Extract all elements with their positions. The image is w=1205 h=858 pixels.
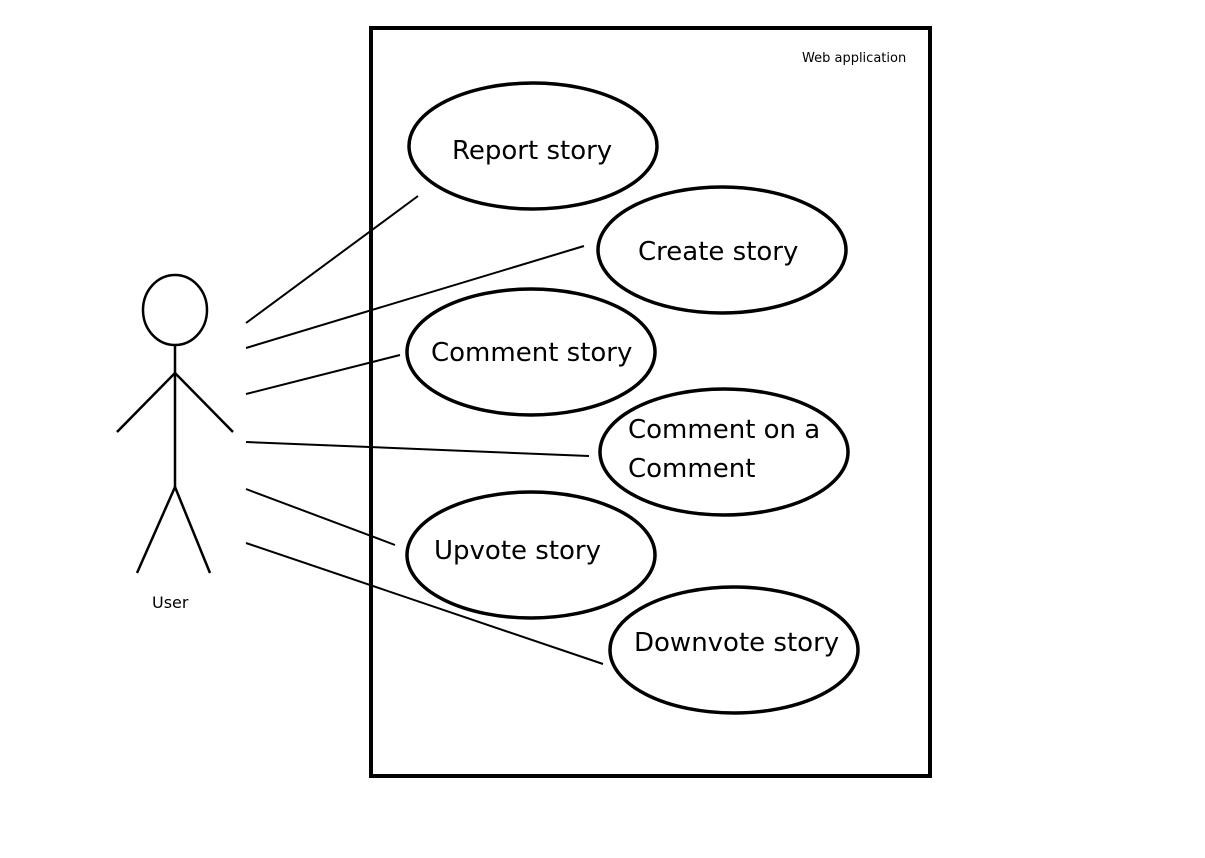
use-case-label: Comment bbox=[628, 454, 755, 484]
actor-left-leg bbox=[135, 486, 177, 574]
use-case-downvote-story bbox=[608, 585, 860, 715]
actor-user bbox=[116, 273, 234, 574]
use-case-create-story bbox=[596, 185, 848, 315]
use-case-comment-story bbox=[405, 287, 657, 417]
association-create-story bbox=[245, 245, 585, 349]
use-case-comment-on-comment bbox=[598, 387, 850, 517]
use-case-upvote-story bbox=[405, 490, 657, 620]
association-downvote-story bbox=[245, 542, 604, 665]
use-case-label: Create story bbox=[638, 237, 798, 267]
use-case-label: Report story bbox=[452, 136, 612, 166]
actor-left-arm bbox=[116, 372, 176, 433]
association-comment-story bbox=[245, 354, 401, 395]
system-boundary bbox=[369, 26, 932, 778]
actor-head bbox=[141, 273, 209, 347]
actor-label: User bbox=[152, 593, 189, 612]
use-case-label: Comment story bbox=[431, 338, 632, 368]
association-report-story bbox=[245, 195, 419, 324]
use-case-label: Upvote story bbox=[434, 536, 601, 566]
system-label: Web application bbox=[802, 51, 906, 66]
actor-right-arm bbox=[174, 372, 234, 433]
actor-right-leg bbox=[173, 486, 212, 574]
association-comment-on-comment bbox=[245, 441, 590, 457]
associations bbox=[245, 195, 604, 665]
association-upvote-story bbox=[245, 488, 396, 546]
use-case-label: Comment on a bbox=[628, 415, 820, 445]
use-case-report-story bbox=[407, 81, 659, 211]
use-case-label: Downvote story bbox=[634, 628, 839, 658]
